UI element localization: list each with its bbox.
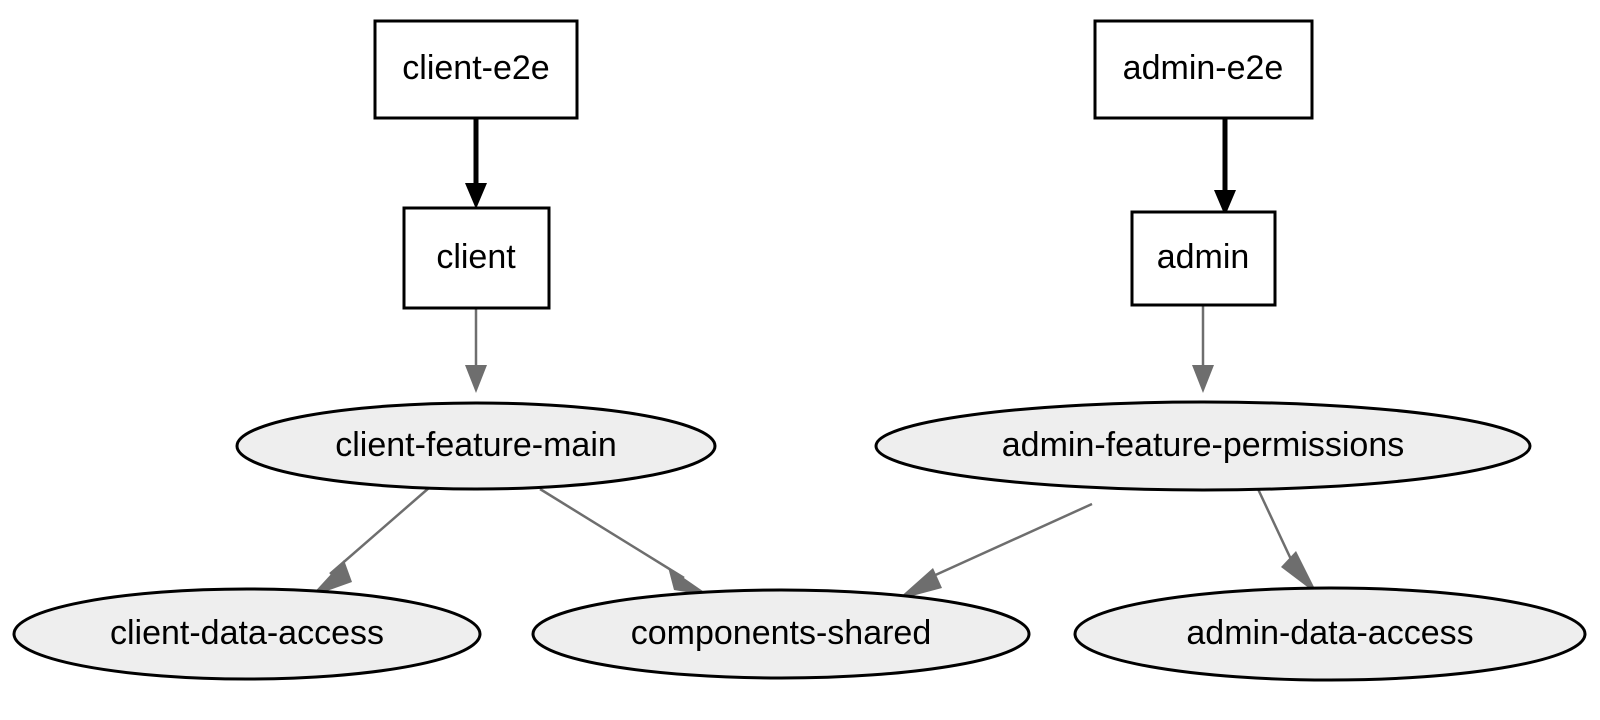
arrowhead-icon [668,567,710,596]
node-label: client-data-access [110,614,384,652]
node-shape[interactable] [1093,19,1314,120]
node-shape[interactable] [1130,210,1277,307]
edge-line [919,502,1093,584]
node-admin-feature-permissions[interactable]: admin-feature-permissions [874,400,1532,492]
edge-admin-e2e-to-admin [1214,118,1236,216]
node-label: client [436,238,516,276]
node-label: admin-data-access [1186,614,1473,652]
edge-client-to-client-feature-main [465,308,487,393]
arrowhead-icon [310,560,352,597]
edge-client-e2e-to-client [465,118,487,209]
node-label: components-shared [631,614,932,652]
edge-layer [310,118,1318,600]
node-shape[interactable] [1073,586,1587,682]
node-label: client-e2e [402,49,549,87]
node-label: admin-e2e [1123,49,1284,87]
node-shape[interactable] [373,19,579,120]
node-admin[interactable]: admin [1130,210,1277,307]
arrowhead-icon [465,183,487,209]
node-label: admin [1157,238,1250,276]
node-admin-e2e[interactable]: admin-e2e [1093,19,1314,120]
node-shape[interactable] [874,400,1532,492]
node-layer: client-e2e admin-e2e client admin client… [12,19,1587,682]
node-client[interactable]: client [402,206,551,310]
node-shape[interactable] [12,587,482,681]
node-admin-data-access[interactable]: admin-data-access [1073,586,1587,682]
node-client-data-access[interactable]: client-data-access [12,587,482,681]
node-label: client-feature-main [335,426,617,464]
node-client-e2e[interactable]: client-e2e [373,19,579,120]
node-shape[interactable] [235,401,717,491]
arrowhead-icon [465,365,487,393]
node-shape[interactable] [402,206,551,310]
edge-line [329,486,431,575]
arrowhead-icon [1214,190,1236,216]
node-shape[interactable] [531,588,1031,680]
edge-line [539,487,685,580]
edge-admin-feature-permissions-to-admin-data-access [1256,488,1318,595]
edge-client-feature-main-to-client-data-access [310,486,431,597]
node-client-feature-main[interactable]: client-feature-main [235,401,717,491]
node-label: admin-feature-permissions [1002,426,1405,464]
arrowhead-icon [1192,365,1214,393]
edge-line [1256,488,1298,571]
edge-admin-feature-permissions-to-components-shared [897,502,1093,600]
edge-admin-to-admin-feature-permissions [1192,305,1214,393]
arrowhead-icon [897,568,942,600]
node-components-shared[interactable]: components-shared [531,588,1031,680]
arrowhead-icon [1281,551,1318,595]
edge-client-feature-main-to-components-shared [539,487,710,596]
